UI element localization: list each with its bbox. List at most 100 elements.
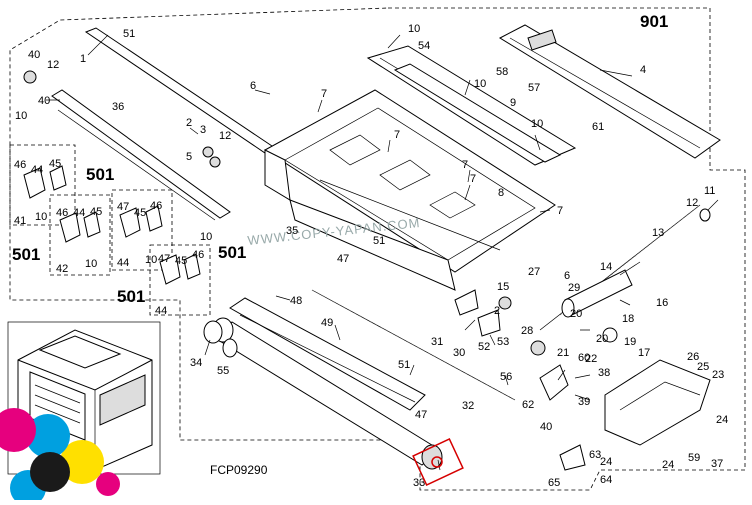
part-callout: 10	[200, 231, 212, 243]
part-callout: 26	[687, 351, 699, 363]
part-callout: 38	[598, 367, 610, 379]
part-callout: 19	[624, 336, 636, 348]
part-callout: 45	[49, 158, 61, 170]
part-callout: 45	[175, 255, 187, 267]
part-callout: 6	[564, 270, 570, 282]
part-callout: 30	[453, 347, 465, 359]
part-callout: 46	[14, 159, 26, 171]
part-callout: 24	[662, 459, 674, 471]
part-callouts: 1 2 2 3 4 5 6 6 7 7 7 7 7 8 9 10 10 10 1…	[14, 23, 728, 489]
part-callout: 16	[656, 297, 668, 309]
part-callout: 47	[337, 253, 349, 265]
part-callout: 24	[716, 414, 728, 426]
part-callout: 48	[290, 295, 302, 307]
assembly-callout-501-a: 501	[86, 165, 114, 184]
part-callout: 25	[697, 361, 709, 373]
part-callout: 46	[56, 207, 68, 219]
part-callout: 13	[652, 227, 664, 239]
roller-14	[561, 269, 633, 318]
part-callout: 12	[686, 197, 698, 209]
part-callout: 2	[494, 305, 500, 317]
part-callout: 11	[704, 185, 715, 197]
part-callout: 4	[640, 64, 646, 76]
main-frame	[264, 89, 556, 291]
part-callout: 10	[85, 258, 97, 270]
highlight-35	[412, 438, 464, 486]
part-callout: 10	[145, 254, 157, 266]
part-callout: 44	[117, 257, 129, 269]
assembly-callout-501-b: 501	[12, 245, 40, 264]
part-callout: 2	[186, 117, 192, 129]
part-callout: 53	[497, 336, 509, 348]
latch-group-2	[49, 194, 111, 276]
part-callout: 55	[217, 365, 229, 377]
part-callout: 61	[592, 121, 604, 133]
part-callout: 44	[73, 207, 85, 219]
part-callout: 10	[531, 118, 543, 130]
part-callout: 7	[470, 173, 476, 185]
duct-27	[604, 359, 711, 446]
latch-group-3	[111, 189, 173, 271]
part-callout: 44	[31, 164, 43, 176]
part-callout: 51	[373, 235, 385, 247]
part-callout: 28	[521, 325, 533, 337]
latch-group-1	[9, 144, 76, 226]
figure-code: FCP09290	[210, 463, 268, 477]
part-callout: 39	[578, 396, 590, 408]
part-callout: 20	[596, 333, 608, 345]
part-callout: 7	[462, 159, 468, 171]
part-callout: 40	[38, 95, 50, 107]
part-callout: 51	[398, 359, 410, 371]
part-callout: 51	[123, 28, 135, 40]
part-callout: 5	[186, 151, 192, 163]
part-callout: 49	[321, 317, 333, 329]
part-callout: 10	[474, 78, 486, 90]
top-cover-4	[498, 24, 721, 159]
upper-plate	[366, 45, 577, 166]
roller-35	[203, 317, 443, 470]
part-callout: 45	[90, 206, 102, 218]
part-callout: 20	[570, 308, 582, 320]
part-callout: 10	[35, 211, 47, 223]
part-callout: 8	[498, 187, 504, 199]
part-callout: 29	[568, 282, 580, 294]
part-callout: 47	[415, 409, 427, 421]
part-callout: 3	[200, 124, 206, 136]
part-callout: 27	[528, 266, 540, 278]
part-callout: 10	[408, 23, 420, 35]
part-callout: 36	[112, 101, 124, 113]
part-callout: 59	[688, 452, 700, 464]
part-callout: 6	[250, 80, 256, 92]
leader-lines	[46, 34, 719, 471]
part-callout: 17	[638, 347, 650, 359]
part-callout: 54	[418, 40, 430, 52]
part-callout: 58	[496, 66, 508, 78]
spiral-roller-34	[311, 289, 516, 401]
part-callout: 63	[589, 449, 601, 461]
gear-parts	[23, 70, 618, 471]
part-callout: 12	[219, 130, 231, 142]
part-callout: 40	[540, 421, 552, 433]
part-callout: 46	[150, 200, 162, 212]
guide-plate-49	[229, 297, 426, 411]
part-callout: 47	[158, 253, 170, 265]
part-callout: 31	[431, 336, 443, 348]
part-callout: 60	[578, 352, 590, 364]
part-callout: 33	[413, 477, 425, 489]
part-callout: 56	[500, 371, 512, 383]
part-callout: 35	[286, 225, 298, 237]
part-callout: 57	[528, 82, 540, 94]
part-callout: 62	[522, 399, 534, 411]
latch-group-4	[149, 244, 211, 316]
part-callout: 46	[192, 249, 204, 261]
part-callout: 45	[134, 207, 146, 219]
assembly-callout-501-d: 501	[117, 287, 145, 306]
part-callout: 7	[321, 88, 327, 100]
part-callout: 32	[462, 400, 474, 412]
part-callout: 40	[28, 49, 40, 61]
part-callout: 23	[712, 369, 724, 381]
part-callout: 1	[80, 53, 86, 65]
part-callout: 10	[15, 110, 27, 122]
assembly-boundary	[9, 7, 746, 491]
part-callout: 9	[510, 97, 516, 109]
